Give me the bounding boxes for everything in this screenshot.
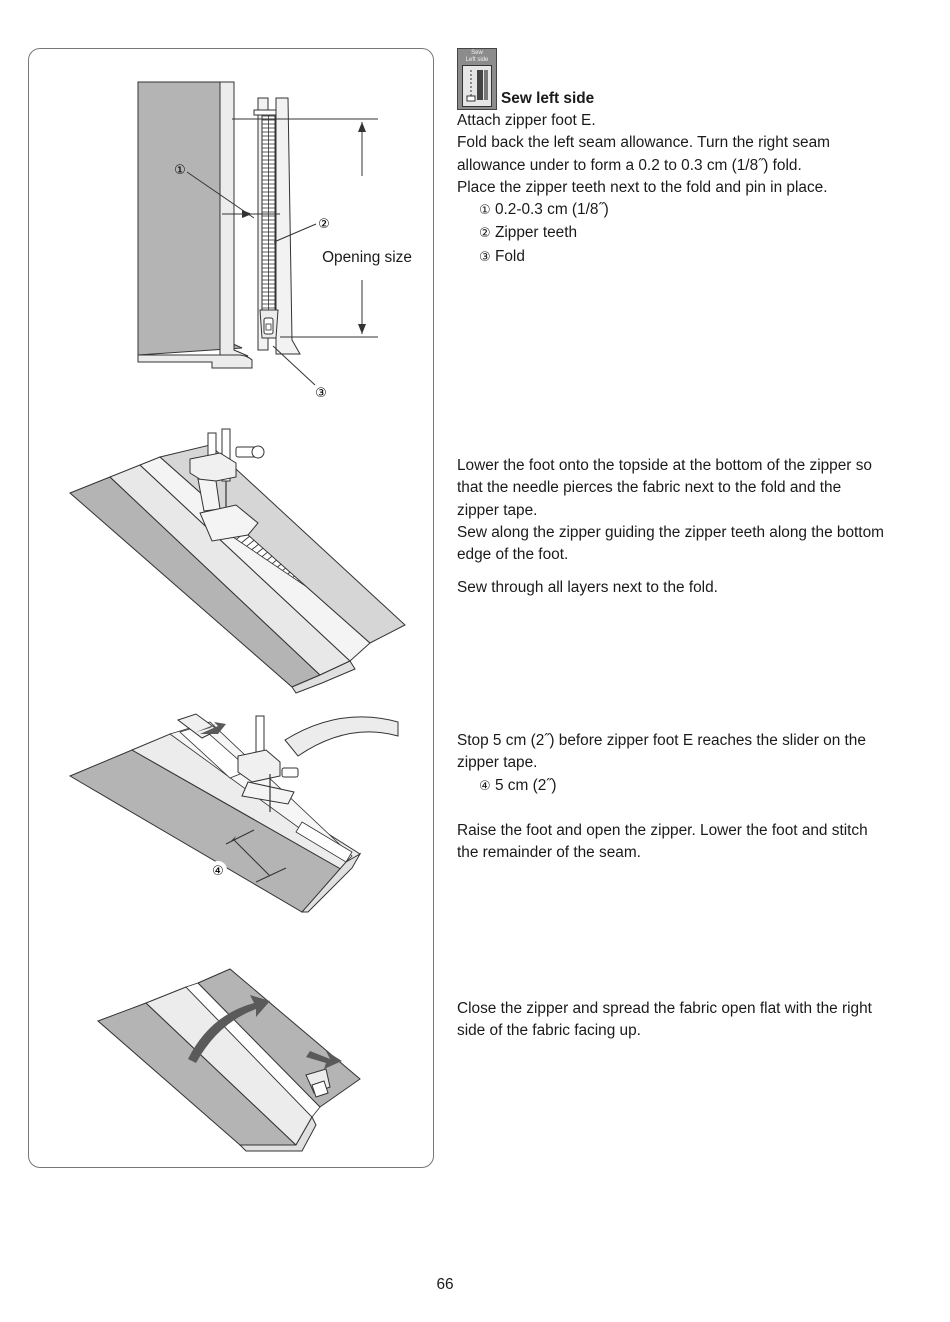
callout-1: ① [174, 163, 186, 178]
step-close-zipper: Close the zipper and spread the fabric o… [457, 998, 887, 1043]
figure-fabric-spread-open [97, 968, 361, 1152]
step3-paragraph-1: Stop 5 cm (2˝) before zipper foot E reac… [457, 732, 866, 772]
section-title: Sew left side [501, 89, 595, 107]
zipper-foot-e [241, 781, 295, 805]
close-zipper-arrow [306, 1051, 342, 1069]
step1-line-3: Place the zipper teeth next to the fold … [457, 178, 828, 196]
figure-sewing-zipper-foot [69, 428, 406, 694]
thumb-screw [281, 767, 299, 778]
step3-item-4: ④ 5 cm (2˝) [479, 776, 557, 794]
step-stop-before-slider: Stop 5 cm (2˝) before zipper foot E reac… [457, 730, 887, 864]
step1-line-1: Attach zipper foot E. [457, 112, 596, 129]
step4-paragraph-1: Close the zipper and spread the fabric o… [457, 1000, 872, 1040]
step1-line-2: Fold back the left seam allowance. Turn … [457, 134, 830, 174]
callout-3: ③ [315, 386, 327, 401]
direction-arrow [200, 722, 226, 734]
step1-item-2: ② Zipper teeth [479, 224, 578, 242]
step3-paragraph-2: Raise the foot and open the zipper. Lowe… [457, 821, 868, 862]
callout-4: ④ [212, 864, 224, 879]
zipper-tape-right [275, 97, 301, 355]
step2-paragraph-1: Lower the foot onto the topside at the b… [457, 457, 872, 519]
step2-paragraph-2: Sew along the zipper guiding the zipper … [457, 523, 884, 564]
zipper-top-stop [253, 109, 277, 116]
page-number: 66 [436, 1276, 454, 1293]
foot-holder [189, 452, 237, 484]
fabric-bottom-edge [137, 354, 253, 369]
figure-zipper-placement: ① ② ③ Opening size [137, 81, 412, 401]
opening-size-label: Opening size [322, 249, 412, 266]
step1-item-1: ① 0.2-0.3 cm (1/8˝) [479, 201, 609, 219]
step1-item-3: ③ Fold [479, 247, 525, 265]
zipper-foot-e [199, 504, 259, 542]
callout-2: ② [318, 217, 330, 232]
open-zipper-tape [284, 716, 399, 757]
step-lower-foot: Lower the foot onto the topside at the b… [457, 455, 887, 600]
figure-stop-before-slider: ④ [68, 713, 399, 913]
spread-open-arrow [188, 995, 270, 1063]
folded-seam-allowance [219, 81, 249, 357]
step2-paragraph-3: Sew through all layers next to the fold. [457, 579, 718, 597]
zipper-foot-icon [466, 70, 488, 102]
right-fabric [158, 444, 406, 644]
